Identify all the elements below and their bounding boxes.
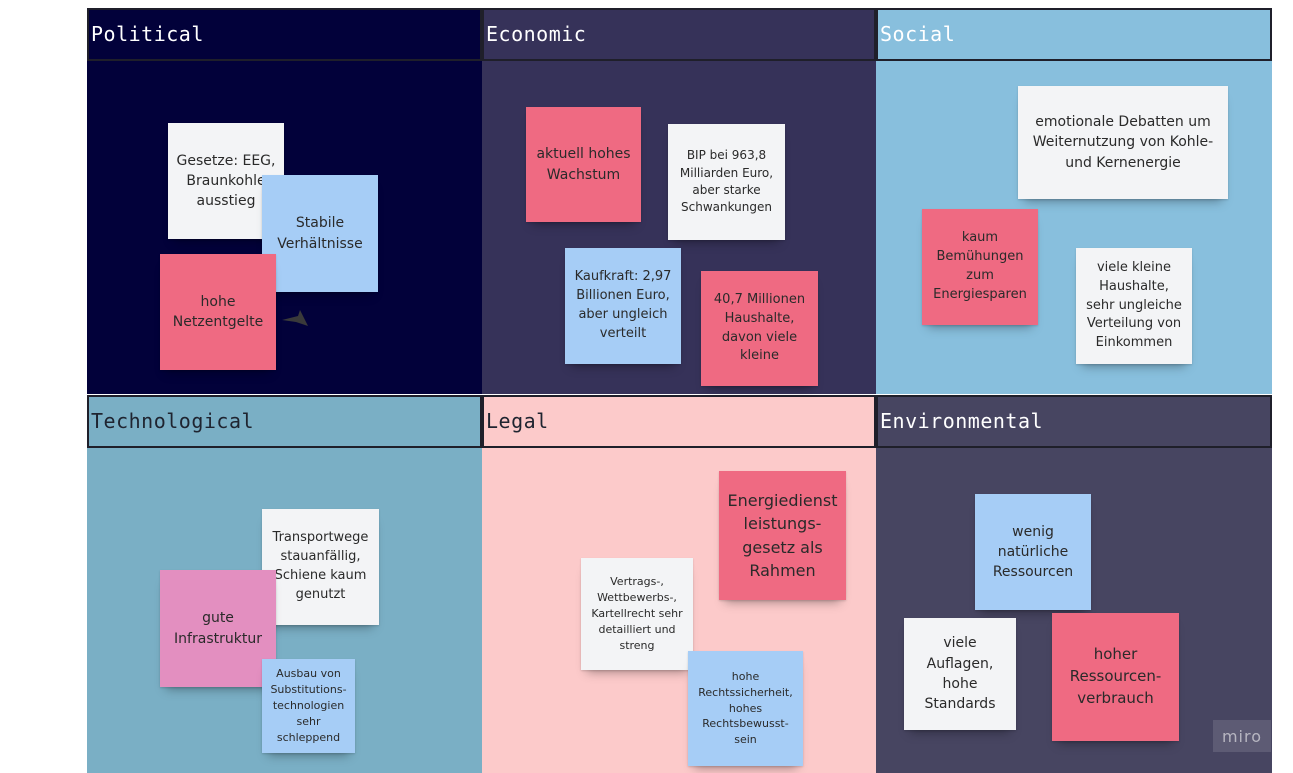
- sticky-note-text: Kaufkraft: 2,97 Billionen Euro, aber ung…: [574, 269, 672, 341]
- quadrant-title-legal[interactable]: Legal: [482, 395, 876, 448]
- sticky-note-text: BIP bei 963,8 Milliarden Euro, aber star…: [679, 148, 774, 215]
- sticky-note-text: Gesetze: EEG, Braunkohle ausstieg: [176, 152, 276, 210]
- sticky-note-wachstum[interactable]: aktuell hohes Wachstum: [526, 107, 641, 222]
- sticky-note-text: hoher Ressourcen-verbrauch: [1069, 645, 1162, 707]
- sticky-note-rechtssicherheit[interactable]: hohe Rechtssicherheit, hohes Rechtsbewus…: [688, 651, 803, 766]
- sticky-note-netzentgelte[interactable]: hohe Netzentgelte: [160, 254, 276, 370]
- sticky-note-text: kaum Bemühungen zum Energiesparen: [933, 230, 1027, 302]
- legal-title-text: Legal: [486, 409, 549, 433]
- quadrant-title-environmental[interactable]: Environmental: [876, 395, 1272, 448]
- sticky-note-ressourcen[interactable]: wenig natürliche Ressourcen: [975, 494, 1091, 610]
- sticky-note-text: Transportwege stauanfällig, Schiene kaum…: [272, 530, 369, 602]
- sticky-note-kaufkraft[interactable]: Kaufkraft: 2,97 Billionen Euro, aber ung…: [565, 248, 681, 364]
- sticky-note-text: 40,7 Millionen Haushalte, davon viele kl…: [713, 291, 806, 364]
- sticky-note-text: aktuell hohes Wachstum: [536, 146, 631, 183]
- sticky-note-text: Vertrags-, Wettbewerbs-, Kartellrecht se…: [591, 575, 683, 652]
- sticky-note-debatten[interactable]: emotionale Debatten um Weiternutzung von…: [1018, 86, 1228, 199]
- miro-watermark: miro: [1213, 720, 1271, 752]
- sticky-note-bip[interactable]: BIP bei 963,8 Milliarden Euro, aber star…: [668, 124, 785, 240]
- sticky-note-text: hohe Netzentgelte: [172, 293, 264, 330]
- sticky-note-text: emotionale Debatten um Weiternutzung von…: [1032, 114, 1214, 171]
- sticky-note-substitution[interactable]: Ausbau von Substitutions-technologien se…: [262, 659, 355, 753]
- quadrant-title-political[interactable]: Political: [87, 8, 482, 61]
- sticky-note-vertragsrecht[interactable]: Vertrags-, Wettbewerbs-, Kartellrecht se…: [581, 558, 693, 670]
- sticky-note-text: gute Infrastruktur: [174, 610, 262, 647]
- quadrant-political: Political: [87, 8, 482, 394]
- sticky-note-energiedienstleistungsgesetz[interactable]: Energiedienst leistungs-gesetz als Rahme…: [719, 471, 846, 600]
- sticky-note-text: viele kleine Haushalte, sehr ungleiche V…: [1086, 259, 1182, 351]
- economic-title-text: Economic: [486, 22, 587, 46]
- quadrant-social: Social: [876, 8, 1272, 394]
- technological-title-text: Technological: [91, 409, 255, 433]
- sticky-note-text: viele Auflagen, hohe Standards: [924, 635, 996, 713]
- miro-logo-text: miro: [1221, 726, 1263, 746]
- sticky-note-infrastruktur[interactable]: gute Infrastruktur: [160, 570, 276, 687]
- environmental-title-text: Environmental: [880, 409, 1044, 433]
- sticky-note-transportwege[interactable]: Transportwege stauanfällig, Schiene kaum…: [262, 509, 379, 625]
- sticky-note-haushalte[interactable]: 40,7 Millionen Haushalte, davon viele kl…: [701, 271, 818, 386]
- quadrant-title-technological[interactable]: Technological: [87, 395, 482, 448]
- sticky-note-text: Ausbau von Substitutions-technologien se…: [270, 667, 347, 744]
- sticky-note-text: Stabile Verhältnisse: [277, 215, 363, 252]
- political-title-text: Political: [91, 22, 204, 46]
- sticky-note-ressourcenverbrauch[interactable]: hoher Ressourcen-verbrauch: [1052, 613, 1179, 741]
- cursor-arrow-icon: [282, 310, 308, 326]
- sticky-note-text: Energiedienst leistungs-gesetz als Rahme…: [727, 491, 838, 580]
- sticky-note-einkommen[interactable]: viele kleine Haushalte, sehr ungleiche V…: [1076, 248, 1192, 364]
- sticky-note-text: hohe Rechtssicherheit, hohes Rechtsbewus…: [698, 669, 793, 747]
- social-title-text: Social: [880, 22, 956, 46]
- sticky-note-auflagen[interactable]: viele Auflagen, hohe Standards: [904, 618, 1016, 730]
- quadrant-technological: Technological: [87, 395, 482, 773]
- sticky-note-text: wenig natürliche Ressourcen: [992, 523, 1074, 581]
- sticky-note-energiesparen[interactable]: kaum Bemühungen zum Energiesparen: [922, 209, 1038, 325]
- quadrant-title-economic[interactable]: Economic: [482, 8, 876, 61]
- quadrant-title-social[interactable]: Social: [876, 8, 1272, 61]
- sticky-note-stabile-verhaeltnisse[interactable]: Stabile Verhältnisse: [262, 175, 378, 292]
